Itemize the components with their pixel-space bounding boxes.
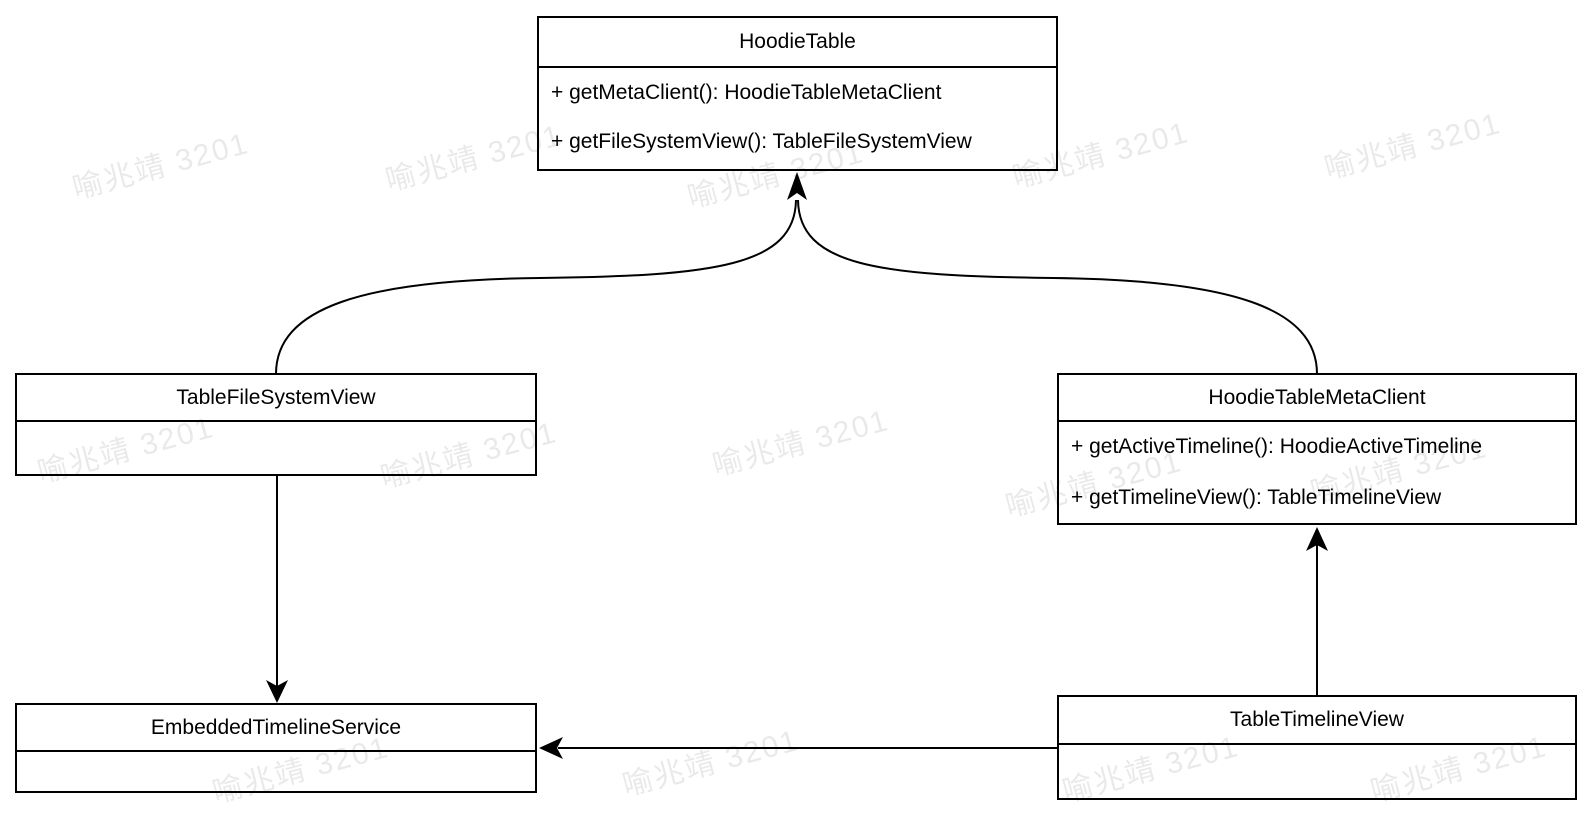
class-methods-empty	[17, 752, 535, 791]
arrowhead-down-embeddedtimelineservice	[266, 680, 288, 703]
class-box-tabletimelineview: TableTimelineView	[1057, 695, 1577, 800]
arrowhead-up-hoodietable	[787, 172, 807, 200]
class-box-hoodietable: HoodieTable + getMetaClient(): HoodieTab…	[537, 16, 1058, 171]
arrowhead-up-hoodietablemetaclient	[1306, 527, 1328, 551]
watermark-text: 喻兆靖 3201	[709, 404, 893, 483]
class-box-embeddedtimelineservice: EmbeddedTimelineService	[15, 703, 537, 793]
edge-tablefilesystemview-to-hoodietable	[275, 199, 797, 375]
method-get-meta-client: + getMetaClient(): HoodieTableMetaClient	[551, 80, 942, 104]
method-get-active-timeline: + getActiveTimeline(): HoodieActiveTimel…	[1071, 435, 1483, 459]
watermark-text: 喻兆靖 3201	[69, 127, 253, 206]
class-methods: + getActiveTimeline(): HoodieActiveTimel…	[1059, 422, 1575, 523]
class-title: HoodieTableMetaClient	[1059, 375, 1575, 422]
class-methods-empty	[17, 422, 535, 474]
class-title: TableFileSystemView	[17, 375, 535, 422]
edge-hoodietablemetaclient-to-hoodietable	[797, 199, 1318, 375]
class-title: TableTimelineView	[1059, 697, 1575, 745]
class-box-tablefilesystemview: TableFileSystemView	[15, 373, 537, 476]
class-title: EmbeddedTimelineService	[17, 705, 535, 752]
method-get-file-system-view: + getFileSystemView(): TableFileSystemVi…	[551, 130, 972, 154]
watermark-text: 喻兆靖 3201	[619, 724, 803, 803]
watermark-text: 喻兆靖 3201	[1321, 107, 1505, 186]
class-methods-empty	[1059, 745, 1575, 798]
method-get-timeline-view: + getTimelineView(): TableTimelineView	[1071, 485, 1442, 509]
arrowhead-left-embeddedtimelineservice	[539, 737, 563, 759]
class-title: HoodieTable	[539, 18, 1056, 68]
class-box-hoodietablemetaclient: HoodieTableMetaClient + getActiveTimelin…	[1057, 373, 1577, 525]
class-methods: + getMetaClient(): HoodieTableMetaClient…	[539, 68, 1056, 167]
